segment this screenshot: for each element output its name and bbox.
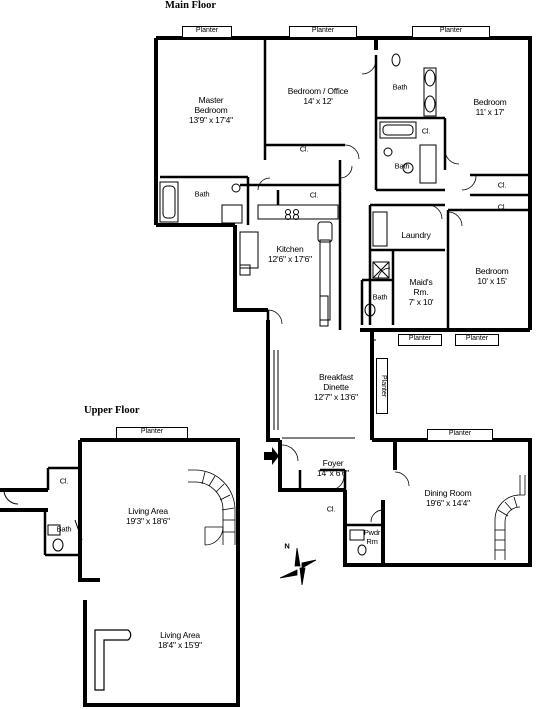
dining-room-name: Dining Room [424, 488, 472, 498]
living-area-1-name: Living Area [128, 506, 168, 516]
label-maids-room: Maid's Rm. 7' x 10' [409, 277, 434, 307]
bedroom-office-size: 14' x 12' [303, 96, 333, 106]
label-closet-bath: Cl. [421, 126, 431, 136]
main-interior-walls [160, 38, 530, 330]
upper-floor-walls [0, 438, 240, 707]
foyer-name: Foyer [322, 458, 344, 468]
planter-bedroom: Planter [412, 26, 490, 38]
laundry-name: Laundry [401, 230, 431, 240]
maids-room-name: Maid's Rm. [409, 277, 433, 297]
kitchen-size: 12'6" x 17'6" [267, 254, 313, 264]
bedroom-office-name: Bedroom / Office [287, 86, 349, 96]
label-kitchen: Kitchen 12'6" x 17'6" [268, 244, 312, 264]
bedroom-2-size: 10' x 15' [477, 276, 507, 286]
dining-stair [494, 475, 526, 560]
label-bath-maid: Bath [372, 292, 388, 302]
master-bedroom-name: Master Bedroom [194, 95, 228, 115]
planter-dining: Planter [427, 429, 493, 441]
compass [279, 547, 317, 586]
planter-dinette: Planter [376, 358, 388, 414]
label-dining-room: Dining Room 19'6" x 14'4" [425, 488, 472, 508]
label-bath-upper-floor: Bath [56, 524, 72, 534]
label-closet-hall-2: Cl. [497, 202, 507, 212]
entrance-arrow [264, 447, 279, 465]
label-living-area-2: Living Area 18'4" x 15'9" [158, 630, 202, 650]
label-living-area-1: Living Area 19'3" x 18'6" [126, 506, 170, 526]
bedroom-1-size: 11' x 17' [475, 107, 505, 117]
label-laundry: Laundry [401, 230, 431, 240]
planter-bedroom2: Planter [455, 334, 499, 346]
label-foyer: Foyer 14' x 6'6" [317, 458, 349, 478]
planter-upper: Planter [116, 427, 188, 439]
label-bedroom-1: Bedroom 11' x 17' [473, 97, 506, 117]
label-bath-middle: Bath [394, 161, 410, 171]
label-closet-foyer: Cl. [326, 504, 336, 514]
label-master-bedroom: Master Bedroom 13'9" x 17'4" [189, 95, 233, 125]
label-closet-upper: Cl. [59, 476, 69, 486]
bedroom-2-name: Bedroom [475, 266, 509, 276]
living-area-1-size: 19'3" x 18'6" [125, 516, 171, 526]
label-closet-office: Cl. [299, 144, 309, 154]
label-closet-hall-1: Cl. [497, 180, 507, 190]
upper-floor-title: Upper Floor [84, 405, 140, 416]
foyer-dining-walls [278, 438, 532, 567]
label-closet-kitchen: Cl. [309, 190, 319, 200]
kitchen-name: Kitchen [276, 244, 304, 254]
main-floor-walls [154, 36, 532, 442]
maids-room-size: 7' x 10' [408, 297, 434, 307]
planter-master: Planter [182, 26, 232, 38]
living-area-2-size: 18'4" x 15'9" [157, 640, 203, 650]
label-bedroom-office: Bedroom / Office 14' x 12' [287, 86, 349, 106]
breakfast-dinette-size: 12'7" x 13'6" [313, 392, 359, 402]
bedroom-1-name: Bedroom [473, 97, 507, 107]
dining-room-size: 19'6" x 14'4" [425, 498, 471, 508]
foyer-size: 14' x 6'6" [316, 468, 350, 478]
label-bath-upper-right: Bath [392, 82, 408, 92]
compass-north-label: N [284, 541, 290, 551]
main-fixtures [159, 53, 437, 439]
upper-stair [188, 469, 236, 546]
main-floor-title: Main Floor [165, 0, 217, 11]
planter-office: Planter [289, 26, 357, 38]
master-bedroom-size: 13'9" x 17'4" [188, 115, 234, 125]
breakfast-dinette-name: Breakfast Dinette [318, 372, 354, 392]
label-powder-room: Pwdr Rm [363, 528, 381, 546]
planter-maid: Planter [398, 334, 442, 346]
label-bedroom-2: Bedroom 10' x 15' [475, 266, 508, 286]
living-area-2-name: Living Area [160, 630, 200, 640]
powder-room-name: Pwdr Rm [363, 528, 381, 546]
label-bath-master: Bath [194, 189, 210, 199]
label-breakfast-dinette: Breakfast Dinette 12'7" x 13'6" [314, 372, 358, 402]
